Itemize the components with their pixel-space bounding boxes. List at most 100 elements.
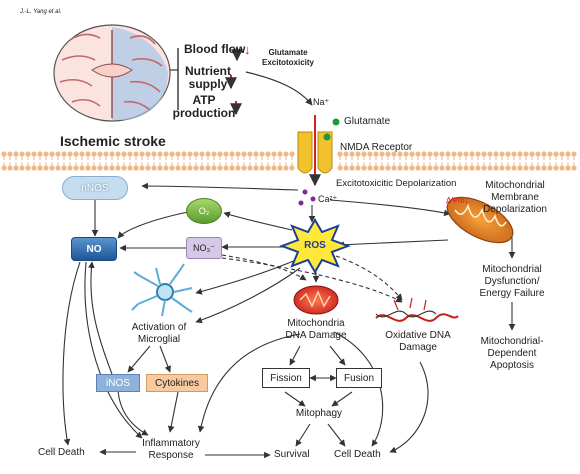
lipid-head: [133, 165, 139, 171]
oxid-dna-line2: Damage: [399, 342, 437, 353]
lipid-head: [61, 165, 67, 171]
lipid-head: [235, 151, 241, 157]
lipid-head: [79, 151, 85, 157]
membrane-potential-drop: ΔΨm↓: [446, 196, 469, 205]
lipid-head: [259, 151, 265, 157]
lipid-head: [337, 165, 343, 171]
cell-membrane: [1, 151, 577, 171]
lipid-head: [427, 165, 433, 171]
lipid-head: [457, 151, 463, 157]
lipid-head: [85, 165, 91, 171]
inos-node: iNOS: [96, 374, 140, 392]
lipid-head: [475, 151, 481, 157]
mito-dysfunction-line2: Dysfunction/: [484, 276, 540, 287]
production-text: production: [172, 106, 236, 120]
mitochondrion-icon: [446, 196, 514, 244]
brain-illustration: [53, 24, 171, 122]
mito-membrane-line1: Mitochondrial: [485, 180, 545, 191]
lipid-head: [337, 151, 343, 157]
nutrient-supply-label: Nutrient supply: [184, 65, 232, 91]
lipid-head: [49, 151, 55, 157]
lipid-head: [505, 151, 511, 157]
lipid-head: [175, 165, 181, 171]
lipid-head: [157, 165, 163, 171]
lipid-head: [493, 151, 499, 157]
lipid-head: [397, 165, 403, 171]
cytokines-node: Cytokines: [146, 374, 208, 392]
lipid-head: [7, 151, 13, 157]
lipid-head: [73, 165, 79, 171]
lipid-head: [499, 165, 505, 171]
lipid-head: [397, 151, 403, 157]
lipid-head: [553, 165, 559, 171]
mito-membrane-line2: Membrane: [491, 192, 539, 203]
lipid-head: [241, 151, 247, 157]
inflammatory-response-label: Inflammatory Response: [134, 438, 208, 462]
lipid-head: [205, 165, 211, 171]
lipid-head: [139, 151, 145, 157]
lipid-head: [55, 165, 61, 171]
lipid-head: [361, 165, 367, 171]
lipid-head: [37, 151, 43, 157]
lipid-head: [373, 165, 379, 171]
ros-starburst: [279, 218, 351, 274]
lipid-head: [547, 165, 553, 171]
lipid-head: [457, 165, 463, 171]
lipid-head: [157, 151, 163, 157]
mito-apoptosis-line3: Apoptosis: [490, 360, 534, 371]
lipid-head: [97, 165, 103, 171]
lipid-head: [403, 165, 409, 171]
lipid-head: [235, 165, 241, 171]
lipid-head: [91, 165, 97, 171]
lipid-head: [415, 165, 421, 171]
lipid-head: [445, 151, 451, 157]
lipid-head: [535, 165, 541, 171]
lipid-head: [181, 151, 187, 157]
lipid-head: [187, 165, 193, 171]
lipid-head: [121, 165, 127, 171]
lipid-head: [271, 151, 277, 157]
lipid-head: [529, 165, 535, 171]
lipid-head: [511, 165, 517, 171]
inflammatory-line2: Response: [148, 450, 194, 461]
lipid-head: [289, 165, 295, 171]
activation-line1: Activation of: [131, 322, 187, 333]
lipid-head: [343, 151, 349, 157]
mito-dysfunction-label: Mitochondrial Dysfunction/ Energy Failur…: [466, 264, 558, 300]
lipid-head: [487, 151, 493, 157]
ischemic-stroke-title: Ischemic stroke: [60, 133, 166, 149]
oxygen-node: O₂: [186, 198, 222, 224]
lipid-head: [241, 165, 247, 171]
lipid-head: [229, 165, 235, 171]
lipid-head: [145, 151, 151, 157]
lipid-head: [151, 151, 157, 157]
lipid-head: [403, 151, 409, 157]
lipid-head: [169, 165, 175, 171]
lipid-head: [463, 165, 469, 171]
lipid-head: [553, 151, 559, 157]
lipid-head: [283, 165, 289, 171]
lipid-head: [355, 165, 361, 171]
nnos-node: nNOS: [62, 176, 128, 200]
mito-dna-line2: DNA Damage: [285, 330, 347, 341]
lipid-head: [277, 165, 283, 171]
mitophagy-label: Mitophagy: [295, 408, 343, 419]
lipid-head: [499, 151, 505, 157]
mito-dysfunction-line1: Mitochondrial: [482, 264, 542, 275]
lipid-head: [433, 151, 439, 157]
nitrate-node: NO₃⁻: [186, 237, 222, 259]
lipid-head: [463, 151, 469, 157]
lipid-head: [445, 165, 451, 171]
lipid-head: [121, 151, 127, 157]
nitric-oxide-node: NO: [71, 237, 117, 261]
lipid-head: [163, 165, 169, 171]
lipid-head: [271, 165, 277, 171]
lipid-head: [355, 151, 361, 157]
lipid-head: [43, 165, 49, 171]
blood-flow-down-arrow: ↓: [244, 42, 251, 57]
inflammatory-line1: Inflammatory: [142, 438, 200, 449]
lipid-head: [181, 165, 187, 171]
mito-dna-line1: Mitochondria: [287, 318, 345, 329]
lipid-head: [43, 151, 49, 157]
